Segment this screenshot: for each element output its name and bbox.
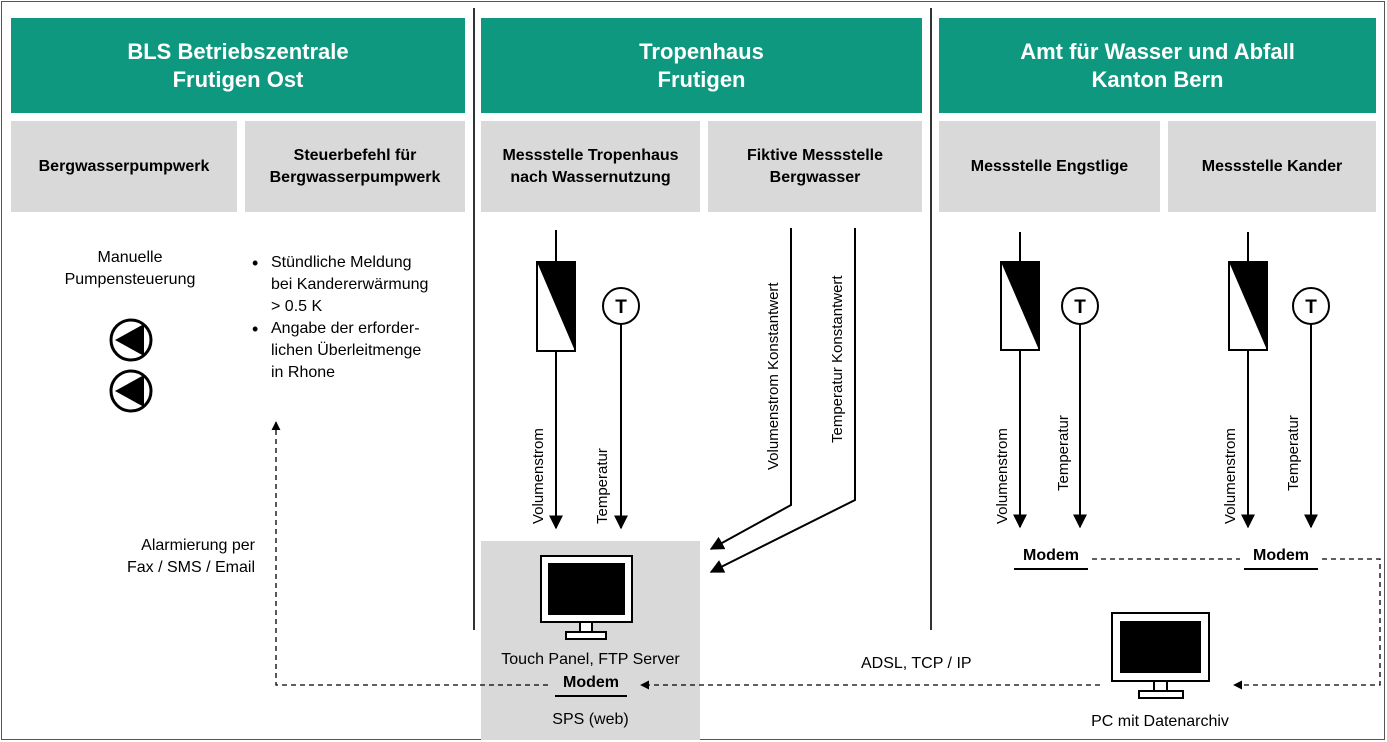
sub-fiktive-messstelle-line1: Fiktive Messstelle — [746, 146, 884, 164]
label-temperatur: Temperatur — [1285, 415, 1302, 491]
sub-steuerbefehl: Steuerbefehl für Bergwasserpumpwerk — [245, 121, 465, 212]
thermometer-symbol: T — [1074, 297, 1086, 318]
notification-item-quantity: Angabe der erforder- lichen Überleitmeng… — [252, 318, 469, 384]
sub-bergwasserpumpwerk: Bergwasserpumpwerk — [11, 121, 237, 212]
manual-pump-label: Manuelle Pumpensteuerung — [55, 247, 205, 291]
label-volumenstrom: Volumenstrom — [530, 428, 547, 524]
header-amt-line1: Amt für Wasser und Abfall — [1020, 38, 1295, 64]
header-bls: BLS Betriebszentrale Frutigen Ost — [11, 18, 465, 113]
sub-messstelle-kander: Messstelle Kander — [1168, 121, 1376, 212]
flowmeter-icon — [1000, 232, 1040, 383]
label-temperatur: Temperatur — [1055, 415, 1072, 491]
label-volumenstrom-konstant: Volumenstrom Konstantwert — [765, 282, 782, 470]
alarm-line2: Fax / SMS / Email — [126, 559, 255, 576]
sub-messstelle-tropenhaus: Messstelle Tropenhaus nach Wassernutzung — [481, 121, 700, 212]
notification-item-hourly-l3: > 0.5 K — [271, 298, 323, 315]
notification-item-hourly: Stündliche Meldung bei Kandererwärmung >… — [252, 252, 469, 318]
label-volumenstrom: Volumenstrom — [1222, 428, 1239, 524]
header-bls-line2: Frutigen Ost — [172, 66, 304, 92]
notification-item-quantity-l2: lichen Überleitmenge — [271, 342, 422, 359]
pump-icon — [109, 318, 153, 362]
modem-engstlige: Modem — [1014, 546, 1088, 570]
section-divider-left — [473, 8, 475, 630]
notification-item-quantity-l1: Angabe der erforder- — [271, 320, 420, 337]
sps-label: SPS (web) — [552, 711, 629, 728]
header-amt: Amt für Wasser und Abfall Kanton Bern — [939, 18, 1376, 113]
dashed-link-sps-alarm — [271, 421, 548, 686]
dashed-link-modem-to-pc — [1233, 558, 1381, 690]
thermometer-symbol: T — [615, 297, 627, 318]
header-amt-line2: Kanton Bern — [1091, 66, 1224, 92]
sub-messstelle-tropenhaus-line1: Messstelle Tropenhaus — [502, 146, 679, 164]
monitor-icon — [1111, 612, 1210, 699]
flowmeter-icon — [536, 230, 576, 383]
thermometer-symbol: T — [1305, 297, 1317, 318]
notification-item-hourly-l1: Stündliche Meldung — [271, 254, 412, 271]
notification-item-hourly-l2: bei Kandererwärmung — [271, 276, 429, 293]
sub-steuerbefehl-line1: Steuerbefehl für — [293, 146, 417, 164]
pump-icon — [109, 369, 153, 413]
modem-kander: Modem — [1244, 546, 1318, 570]
label-temperatur-konstant: Temperatur Konstantwert — [829, 275, 846, 443]
manual-pump-line1: Manuelle — [97, 249, 163, 266]
notification-list: Stündliche Meldung bei Kandererwärmung >… — [249, 252, 469, 384]
thermometer-icon — [1292, 287, 1330, 382]
touch-panel-label: Touch Panel, FTP Server — [501, 651, 680, 668]
sps-modem: Modem — [555, 673, 627, 697]
sub-messstelle-tropenhaus-line2: nach Wassernutzung — [510, 168, 671, 186]
sub-fiktive-messstelle: Fiktive Messstelle Bergwasser — [708, 121, 922, 212]
label-volumenstrom: Volumenstrom — [994, 428, 1011, 524]
header-bls-line1: BLS Betriebszentrale — [127, 38, 349, 64]
sub-bergwasserpumpwerk-label: Bergwasserpumpwerk — [38, 157, 210, 175]
notification-item-quantity-l3: in Rhone — [271, 364, 336, 381]
header-tropenhaus: Tropenhaus Frutigen — [481, 18, 922, 113]
section-divider-right — [930, 8, 932, 630]
sub-steuerbefehl-line2: Bergwasserpumpwerk — [269, 168, 441, 186]
label-temperatur: Temperatur — [594, 448, 611, 524]
pc-label: PC mit Datenarchiv — [1091, 713, 1229, 730]
sub-fiktive-messstelle-line2: Bergwasser — [769, 168, 861, 186]
header-tropenhaus-line2: Frutigen — [657, 66, 746, 92]
sub-messstelle-engstlige: Messstelle Engstlige — [939, 121, 1160, 212]
thermometer-icon — [1061, 287, 1099, 382]
monitor-icon — [540, 555, 633, 640]
thermometer-icon — [602, 287, 640, 382]
alarm-line1: Alarmierung per — [141, 537, 255, 554]
alarm-label: Alarmierung per Fax / SMS / Email — [80, 535, 255, 579]
sub-messstelle-kander-label: Messstelle Kander — [1201, 157, 1343, 175]
arrow-temperatur-konstant — [709, 228, 856, 573]
manual-pump-line2: Pumpensteuerung — [64, 271, 196, 288]
header-tropenhaus-line1: Tropenhaus — [639, 38, 764, 64]
sub-messstelle-engstlige-label: Messstelle Engstlige — [970, 157, 1129, 175]
adsl-label: ADSL, TCP / IP — [861, 655, 972, 672]
flowmeter-icon — [1228, 232, 1268, 383]
arrow-volumenstrom-konstant — [709, 228, 792, 550]
